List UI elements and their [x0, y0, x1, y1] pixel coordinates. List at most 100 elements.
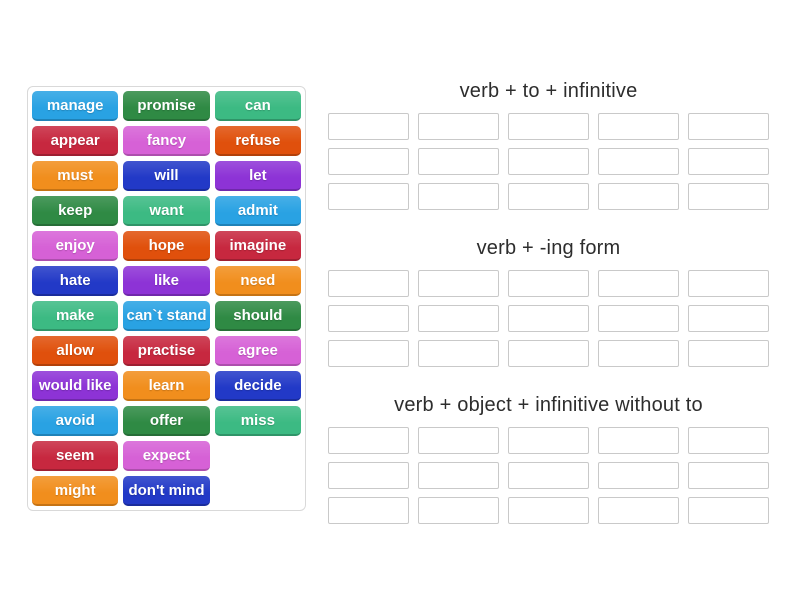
word-tile-label: can`t stand — [126, 306, 207, 324]
word-tile[interactable]: hate — [32, 266, 119, 296]
word-tile[interactable]: need — [214, 266, 301, 296]
word-tile[interactable]: avoid — [32, 406, 119, 436]
word-tile[interactable]: refuse — [214, 126, 301, 156]
drop-slot[interactable] — [598, 497, 679, 524]
drop-slot[interactable] — [418, 462, 499, 489]
drop-slot[interactable] — [508, 113, 589, 140]
drop-slot[interactable] — [688, 113, 769, 140]
word-tile[interactable]: promise — [123, 91, 210, 121]
drop-slot[interactable] — [688, 427, 769, 454]
word-tile[interactable]: expect — [123, 441, 210, 471]
drop-slot[interactable] — [688, 183, 769, 210]
word-tile[interactable]: let — [214, 161, 301, 191]
category-group: verb + object + infinitive without to — [328, 392, 769, 524]
drop-slot[interactable] — [688, 340, 769, 367]
drop-slot[interactable] — [328, 305, 409, 332]
category-title: verb + -ing form — [476, 237, 621, 259]
drop-slot[interactable] — [688, 305, 769, 332]
drop-slot[interactable] — [688, 270, 769, 297]
drop-slot[interactable] — [508, 427, 589, 454]
category-groups: verb + to + infinitive — [328, 78, 769, 524]
word-tile[interactable]: don't mind — [123, 476, 210, 506]
word-tile[interactable]: practise — [123, 336, 210, 366]
drop-slot[interactable] — [418, 305, 499, 332]
word-tile-label: manage — [46, 96, 104, 114]
word-tile-label: expect — [142, 446, 191, 464]
word-tile-label: allow — [56, 341, 94, 359]
category-title: verb + to + infinitive — [459, 80, 638, 102]
word-tile-label: make — [55, 306, 95, 324]
word-tile[interactable]: should — [214, 301, 301, 331]
word-tile-label: refuse — [235, 131, 281, 149]
word-tile[interactable]: offer — [123, 406, 210, 436]
word-tile-label: can — [244, 96, 271, 114]
word-tile[interactable]: might — [32, 476, 119, 506]
drop-slot[interactable] — [598, 113, 679, 140]
drop-slot[interactable] — [688, 148, 769, 175]
word-tile[interactable]: enjoy — [32, 231, 119, 261]
word-tile[interactable]: agree — [214, 336, 301, 366]
drop-slot[interactable] — [598, 305, 679, 332]
word-tile[interactable]: manage — [32, 91, 119, 121]
drop-slot[interactable] — [328, 183, 409, 210]
drop-slot[interactable] — [418, 183, 499, 210]
word-tile-label: might — [54, 481, 96, 499]
drop-slot[interactable] — [598, 462, 679, 489]
word-tile[interactable]: keep — [32, 196, 119, 226]
category-group: verb + to + infinitive — [328, 78, 769, 210]
drop-slot[interactable] — [508, 183, 589, 210]
drop-slot[interactable] — [328, 148, 409, 175]
drop-slot[interactable] — [328, 497, 409, 524]
drop-slot[interactable] — [598, 183, 679, 210]
word-tile[interactable]: must — [32, 161, 119, 191]
drop-slot[interactable] — [418, 270, 499, 297]
drop-slot[interactable] — [508, 270, 589, 297]
drop-slot[interactable] — [508, 305, 589, 332]
word-tile-label: avoid — [55, 411, 95, 429]
word-tile[interactable]: miss — [214, 406, 301, 436]
word-tile-label: will — [154, 166, 179, 184]
drop-slot[interactable] — [328, 340, 409, 367]
word-tile[interactable]: would like — [32, 371, 119, 401]
word-tile-label: practise — [137, 341, 196, 359]
word-tile[interactable]: will — [123, 161, 210, 191]
drop-slot[interactable] — [328, 462, 409, 489]
word-tile[interactable]: want — [123, 196, 210, 226]
drop-slot[interactable] — [508, 340, 589, 367]
category-group: verb + -ing form — [328, 235, 769, 367]
drop-slot[interactable] — [508, 462, 589, 489]
word-tile[interactable]: learn — [123, 371, 210, 401]
drop-slot[interactable] — [598, 340, 679, 367]
drop-slot[interactable] — [508, 497, 589, 524]
word-tile[interactable]: can`t stand — [123, 301, 210, 331]
drop-slot[interactable] — [418, 113, 499, 140]
word-tile[interactable]: admit — [214, 196, 301, 226]
word-tile[interactable]: imagine — [214, 231, 301, 261]
word-tile[interactable]: appear — [32, 126, 119, 156]
word-tile-label: must — [57, 166, 94, 184]
word-tile-label: decide — [234, 376, 282, 394]
drop-slot[interactable] — [688, 497, 769, 524]
word-tile-label: enjoy — [55, 236, 95, 254]
word-tile[interactable]: decide — [214, 371, 301, 401]
drop-slot[interactable] — [418, 340, 499, 367]
word-tile[interactable]: fancy — [123, 126, 210, 156]
drop-slot[interactable] — [418, 427, 499, 454]
drop-slot[interactable] — [598, 148, 679, 175]
drop-slot[interactable] — [418, 497, 499, 524]
drop-slot[interactable] — [328, 270, 409, 297]
word-tile[interactable]: hope — [123, 231, 210, 261]
word-tile-label: would like — [38, 376, 112, 394]
word-tile[interactable]: seem — [32, 441, 119, 471]
word-tile[interactable]: like — [123, 266, 210, 296]
drop-slot[interactable] — [688, 462, 769, 489]
word-tile[interactable]: can — [214, 91, 301, 121]
drop-slot[interactable] — [598, 427, 679, 454]
drop-slot[interactable] — [598, 270, 679, 297]
drop-slot[interactable] — [328, 427, 409, 454]
drop-slot[interactable] — [418, 148, 499, 175]
drop-slot[interactable] — [328, 113, 409, 140]
word-tile[interactable]: allow — [32, 336, 119, 366]
drop-slot[interactable] — [508, 148, 589, 175]
word-tile[interactable]: make — [32, 301, 119, 331]
